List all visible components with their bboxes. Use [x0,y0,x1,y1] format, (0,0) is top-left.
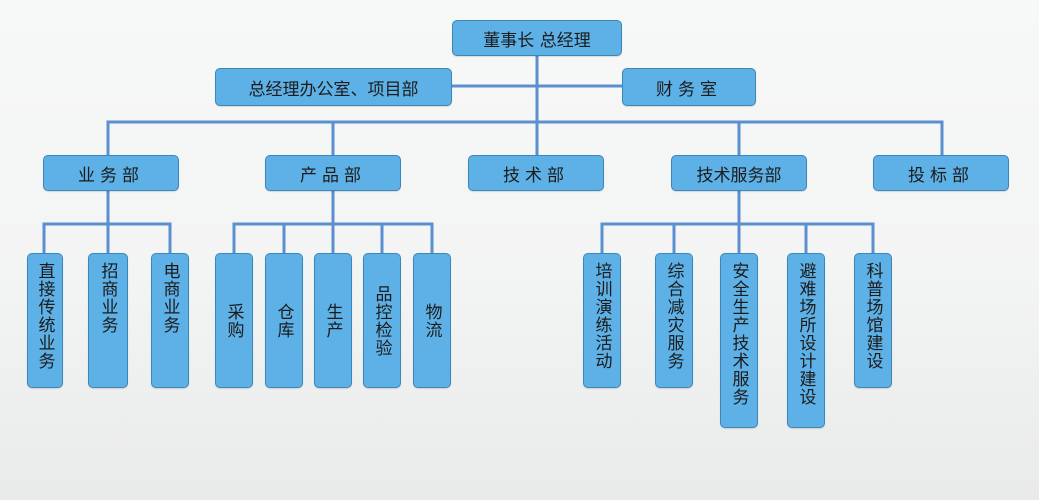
service-sub-label: 避难场所设计建设 [795,262,816,406]
product-sub-box: 仓库 [265,253,303,388]
product-sub-box: 生产 [314,253,352,388]
business-sub-label: 招商业务 [97,262,118,334]
service-sub-box: 综合减灾服务 [655,253,693,388]
product-sub-label: 采购 [223,302,244,339]
business-sub-box: 直接传统业务 [27,253,63,388]
product-sub-box: 采购 [215,253,253,388]
dept-technical-label: 技术部 [503,165,569,186]
service-sub-label: 培训演练活动 [591,262,612,370]
business-sub-box: 电商业务 [151,253,189,388]
service-sub-label: 安全生产技术服务 [728,262,749,406]
dept-tech-service-label: 技术服务部 [696,165,782,186]
chairman-box: 董事长 总经理 [452,20,622,56]
dept-tech-service-box: 技术服务部 [671,155,807,191]
dept-product-label: 产品部 [300,165,366,186]
product-sub-label: 品控检验 [371,284,392,357]
service-sub-box: 安全生产技术服务 [720,253,758,428]
service-sub-box: 培训演练活动 [583,253,621,388]
product-sub-label: 仓库 [273,302,294,339]
service-sub-box: 避难场所设计建设 [787,253,825,428]
service-sub-box: 科普场馆建设 [854,253,892,388]
dept-product-box: 产品部 [265,155,401,191]
service-sub-label: 综合减灾服务 [663,262,684,370]
service-sub-label: 科普场馆建设 [862,262,883,370]
dept-business-label: 业务部 [78,165,144,186]
gm-office-box: 总经理办公室、项目部 [215,68,452,106]
product-sub-box: 品控检验 [363,253,401,388]
gm-office-label: 总经理办公室、项目部 [248,79,419,100]
dept-business-box: 业务部 [43,155,179,191]
dept-technical-box: 技术部 [468,155,604,191]
product-sub-label: 物流 [421,302,442,339]
business-sub-box: 招商业务 [88,253,128,388]
dept-bidding-label: 投标部 [908,165,974,186]
business-sub-label: 直接传统业务 [34,262,55,370]
finance-label: 财务室 [656,79,722,100]
chairman-label: 董事长 总经理 [483,30,591,51]
dept-bidding-box: 投标部 [873,155,1009,191]
product-sub-box: 物流 [413,253,451,388]
business-sub-label: 电商业务 [159,262,180,334]
product-sub-label: 生产 [322,302,343,339]
finance-box: 财务室 [622,68,756,106]
